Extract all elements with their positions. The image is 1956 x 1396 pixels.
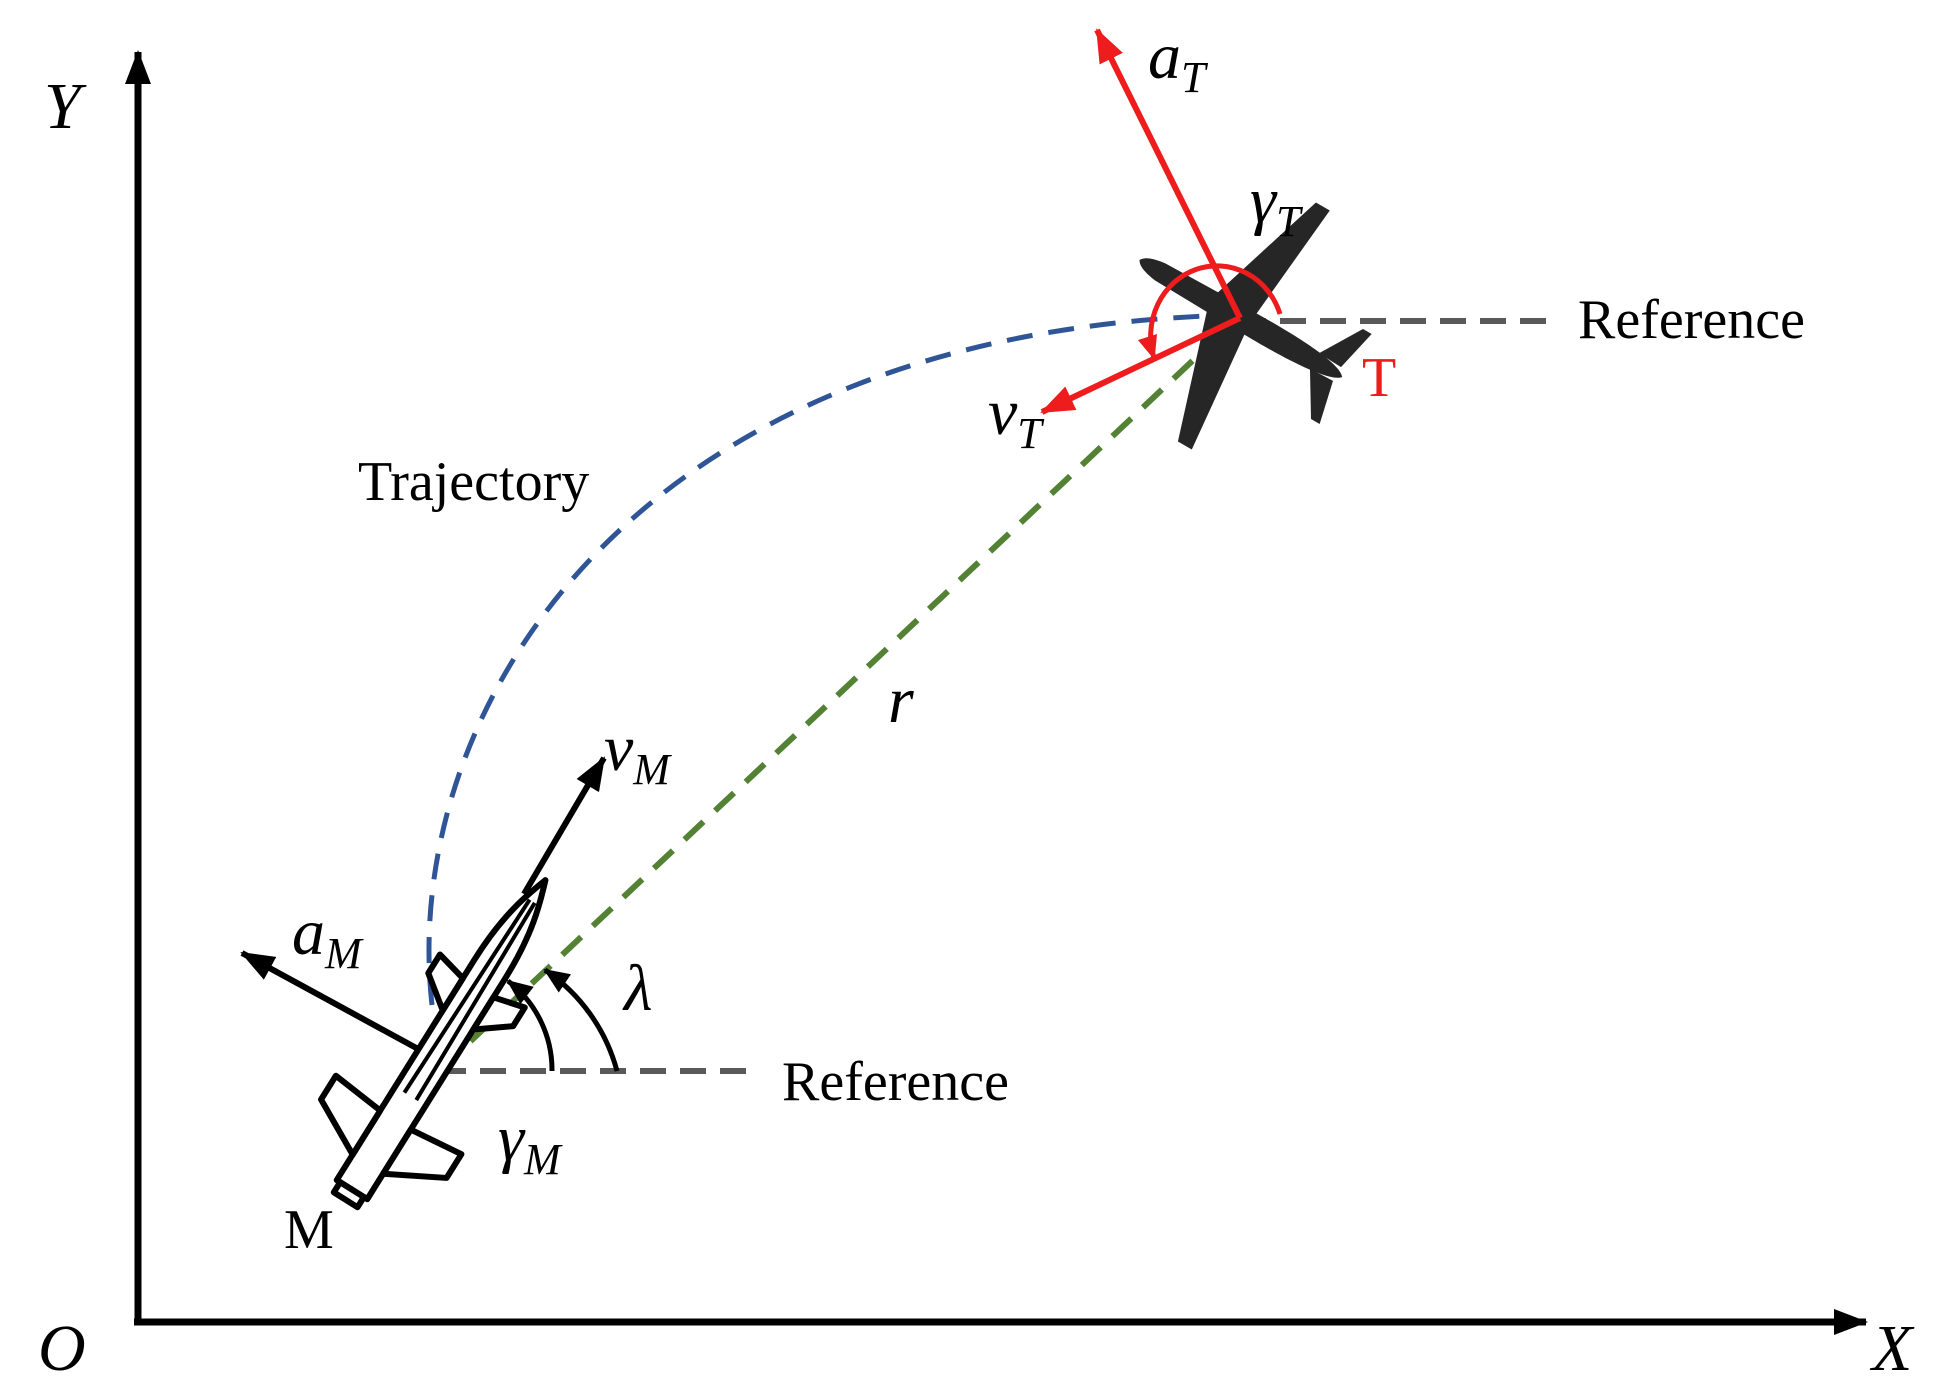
los-angle-arc: [543, 967, 620, 1072]
los-angle-label: λ: [622, 952, 653, 1025]
origin-label: O: [38, 1312, 86, 1385]
missile-heading-angle-symbol: γ: [498, 1102, 526, 1175]
missile-label: M: [284, 1199, 334, 1261]
missile-acceleration-subscript: M: [324, 929, 364, 978]
x-axis-label: X: [1869, 1312, 1915, 1385]
target-heading-angle-symbol: γ: [1250, 164, 1278, 237]
line-of-sight: [437, 313, 1243, 1073]
missile-reference-label: Reference: [782, 1051, 1009, 1113]
target-acceleration-vector: [1094, 28, 1243, 320]
missile-acceleration-label: aM: [292, 896, 364, 978]
trajectory-label: Trajectory: [358, 451, 589, 513]
target-label: T: [1362, 347, 1396, 409]
target-velocity-vector: [1040, 315, 1242, 415]
target-acceleration-subscript: T: [1181, 53, 1209, 102]
target-velocity-subscript: T: [1017, 409, 1045, 458]
target-heading-angle-subscript: T: [1276, 197, 1304, 246]
missile-velocity-label: vM: [604, 712, 672, 794]
missile-icon: [318, 877, 549, 1211]
target-acceleration-symbol: a: [1148, 20, 1181, 93]
target-velocity-symbol: v: [988, 376, 1018, 449]
target-acceleration-label: aT: [1148, 20, 1209, 102]
target-reference-label: Reference: [1578, 289, 1805, 351]
missile-velocity-vector: [521, 756, 607, 896]
missile-velocity-subscript: M: [632, 745, 672, 794]
missile-acceleration-vector: [240, 950, 422, 1053]
airplane-icon: [1139, 202, 1372, 450]
missile-heading-angle-label: γM: [498, 1102, 563, 1184]
missile-trajectory-curve: [426, 312, 1236, 1006]
target-heading-angle-arc: [1137, 263, 1283, 360]
missile-acceleration-symbol: a: [292, 896, 325, 969]
y-axis-label: Y: [44, 70, 87, 143]
target-heading-angle-label: γT: [1250, 164, 1304, 246]
coordinate-axes: [125, 50, 1868, 1335]
missile-velocity-symbol: v: [604, 712, 634, 785]
range-label: r: [888, 664, 914, 737]
missile-heading-angle-arc: [506, 979, 555, 1072]
target-velocity-label: vT: [988, 376, 1045, 458]
missile-heading-angle-subscript: M: [523, 1135, 563, 1184]
